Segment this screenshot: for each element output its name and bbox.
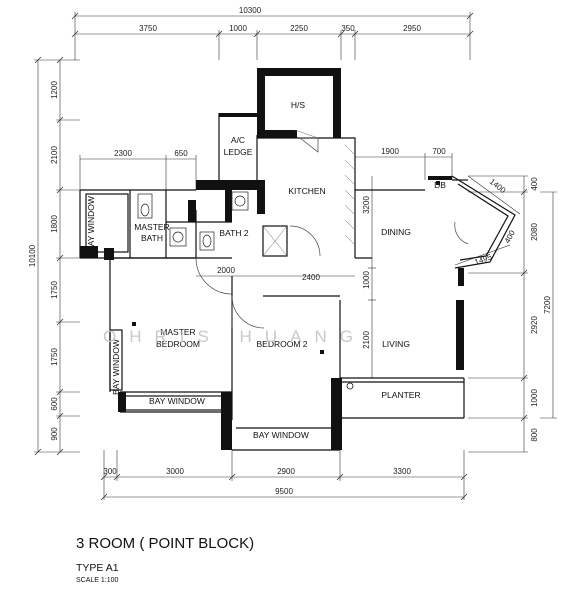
dim-right-5: 800 [530,428,539,442]
room-labels: H/S A/C LEDGE KITCHEN DINING DB BAY WIND… [86,100,446,440]
dim-inner-3: 1900 [381,147,399,156]
dim-inner-4: 700 [432,147,446,156]
dim-left-7: 900 [50,427,59,441]
plan-scale: SCALE 1:100 [76,577,119,584]
dim-top-4: 350 [341,24,355,33]
dim-mid-3: 3200 [362,196,371,214]
dimension-lines [34,12,557,500]
dim-top-2: 1000 [229,24,247,33]
walls-thick [80,68,464,450]
dim-top-overall: 10300 [239,6,262,15]
label-master-bedroom-2: BEDROOM [156,339,200,349]
dim-left-3: 1800 [50,215,59,233]
label-kitchen: KITCHEN [288,186,325,196]
dim-right-2: 2080 [530,223,539,241]
caption: 3 ROOM ( POINT BLOCK) TYPE A1 SCALE 1:10… [76,535,476,585]
dim-bottom-1: 300 [103,467,117,476]
dimension-ticks [34,12,528,501]
walls-thin [79,113,516,451]
dim-angled-3: 400 [503,228,517,244]
dimension-labels: 10300 3750 1000 2250 350 2950 2300 650 1… [28,6,552,496]
label-db: DB [434,180,446,190]
dim-left-5: 1750 [50,348,59,366]
label-master-bath-2: BATH [141,233,163,243]
dim-right-3: 2920 [530,316,539,334]
label-bay-window-3: BAY WINDOW [149,396,205,406]
dim-mid-2: 2400 [302,273,320,282]
label-bath2: BATH 2 [219,228,248,238]
dim-left-1: 1200 [50,81,59,99]
label-ac-ledge-2: LEDGE [224,147,253,157]
label-dining: DINING [381,227,411,237]
dim-bottom-2: 3000 [166,467,184,476]
dim-inner-1: 2300 [114,149,132,158]
sanitary-fixtures [137,191,249,251]
dim-right-overall: 7200 [543,296,552,314]
watermark: OHRIS HUANG [103,327,366,346]
dim-mid-1: 2000 [217,266,235,275]
dim-angled-2: 1495 [473,252,493,267]
dim-mid-5: 2100 [362,331,371,349]
label-bay-window-4: BAY WINDOW [253,430,309,440]
dim-top-1: 3750 [139,24,157,33]
label-living: LIVING [382,339,410,349]
hatched-walls [262,129,356,257]
dim-left-6: 600 [50,397,59,411]
label-bay-window-2: BAY WINDOW [111,339,121,395]
label-planter: PLANTER [381,390,420,400]
dim-bottom-overall: 9500 [275,487,293,496]
dim-right-4: 1000 [530,389,539,407]
structural-markers [132,181,440,390]
dim-mid-4: 1000 [362,271,371,289]
plan-title: 3 ROOM ( POINT BLOCK) [76,535,255,552]
label-bedroom2: BEDROOM 2 [256,339,307,349]
dim-left-2: 2100 [50,146,59,164]
label-master-bedroom-1: MASTER [160,327,195,337]
door-swings [195,137,469,329]
label-ac-ledge-1: A/C [231,135,245,145]
dim-left-4: 1750 [50,281,59,299]
label-master-bath-1: MASTER [134,222,169,232]
dim-top-5: 2950 [403,24,421,33]
dim-inner-2: 650 [174,149,188,158]
label-hs: H/S [291,100,306,110]
dim-left-overall: 10100 [28,244,37,267]
dim-top-3: 2250 [290,24,308,33]
label-bay-window-1: BAY WINDOW [86,196,96,252]
dim-bottom-4: 3300 [393,467,411,476]
dim-right-1: 400 [530,177,539,191]
dim-bottom-3: 2900 [277,467,295,476]
plan-type: TYPE A1 [76,562,119,574]
